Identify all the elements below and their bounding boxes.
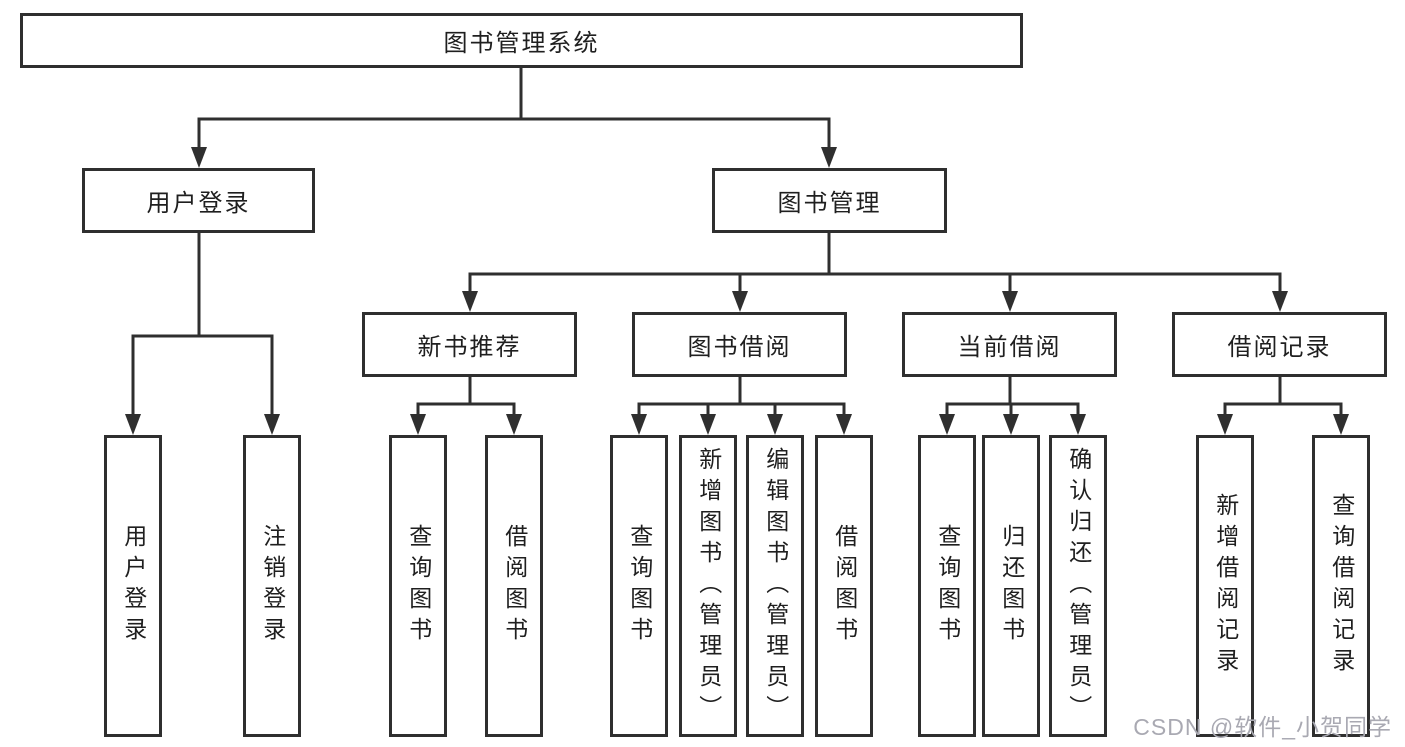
leaf-query-books-borrowing: 查询图书 [610, 435, 668, 737]
node-root-label: 图书管理系统 [443, 30, 600, 57]
leaf-query-books-current: 查询图书 [918, 435, 976, 737]
leaf-borrow-books-borrowing: 借阅图书 [815, 435, 873, 737]
node-root-library-system: 图书管理系统 [20, 13, 1023, 68]
node-borrowing-records-label: 借阅记录 [1227, 334, 1332, 361]
node-book-borrowing-label: 图书借阅 [687, 334, 792, 361]
leaf-query-books-recommend: 查询图书 [389, 435, 447, 737]
node-user-login-label: 用户登录 [146, 190, 251, 217]
node-book-borrowing: 图书借阅 [632, 312, 847, 377]
node-book-management: 图书管理 [712, 168, 947, 233]
node-current-borrowing-label: 当前借阅 [957, 334, 1062, 361]
leaf-edit-books-admin: 编辑图书（管理员） [746, 435, 804, 737]
leaf-add-borrow-record: 新增借阅记录 [1196, 435, 1254, 737]
leaf-confirm-return-admin: 确认归还（管理员） [1049, 435, 1107, 737]
node-new-book-recommend-label: 新书推荐 [417, 334, 522, 361]
csdn-watermark: CSDN @软件_小贺同学 [1133, 714, 1392, 740]
leaf-add-books-admin: 新增图书（管理员） [679, 435, 737, 737]
node-borrowing-records: 借阅记录 [1172, 312, 1387, 377]
node-new-book-recommend: 新书推荐 [362, 312, 577, 377]
node-current-borrowing: 当前借阅 [902, 312, 1117, 377]
leaf-logout: 注销登录 [243, 435, 301, 737]
node-user-login: 用户登录 [82, 168, 315, 233]
leaf-borrow-books-recommend: 借阅图书 [485, 435, 543, 737]
leaf-query-borrow-record: 查询借阅记录 [1312, 435, 1370, 737]
leaf-user-login: 用户登录 [104, 435, 162, 737]
node-book-management-label: 图书管理 [777, 190, 882, 217]
leaf-return-books: 归还图书 [982, 435, 1040, 737]
